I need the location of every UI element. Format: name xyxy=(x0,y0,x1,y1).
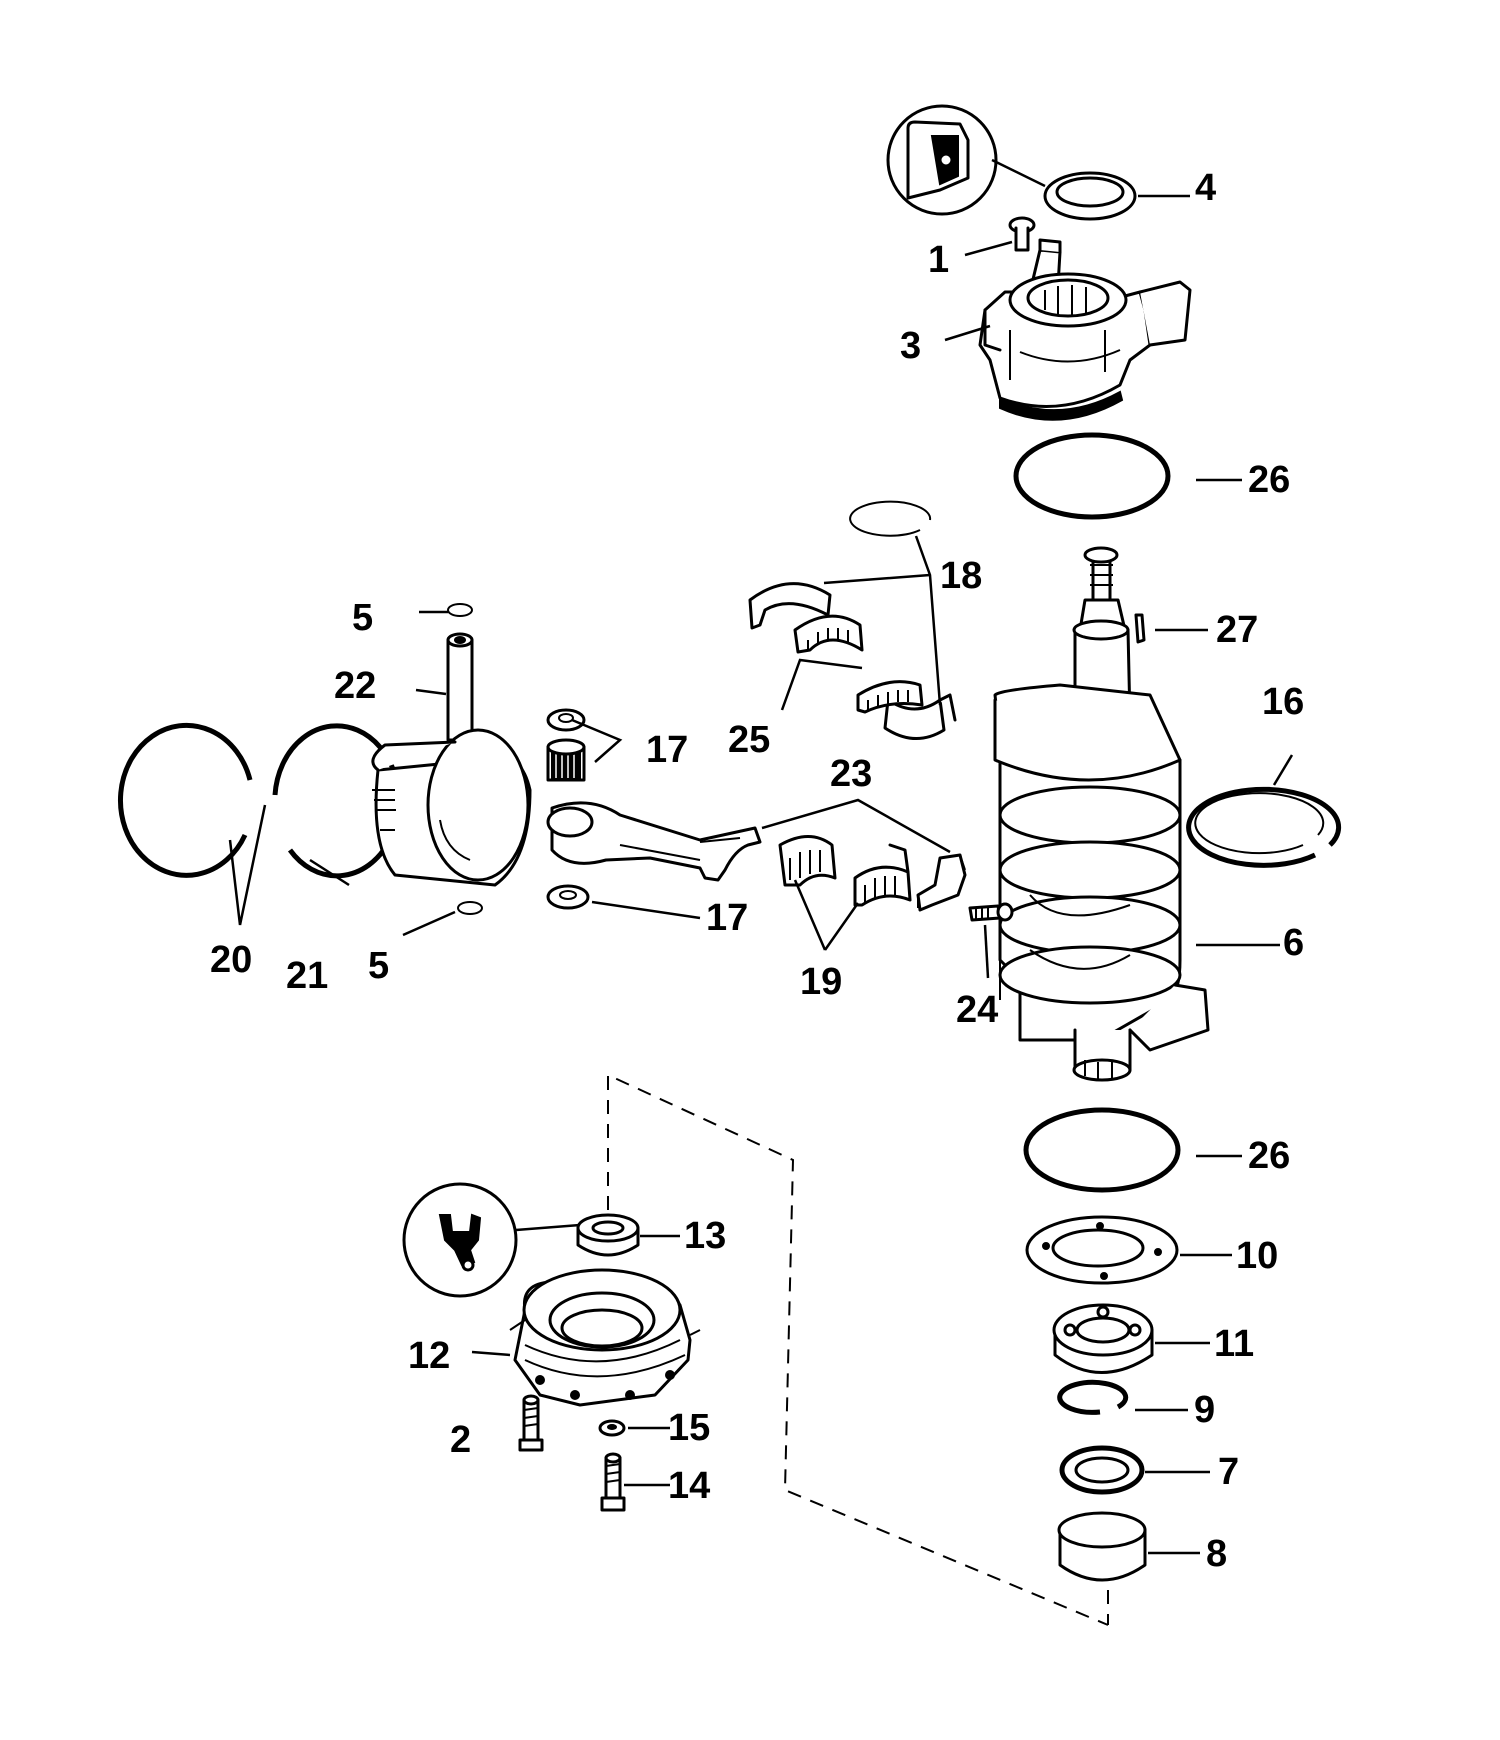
sleeve-part-8 xyxy=(1057,1511,1147,1582)
callout-24: 24 xyxy=(956,989,998,1031)
callout-7: 7 xyxy=(1218,1451,1239,1493)
callout-13: 13 xyxy=(684,1215,726,1257)
callout-22: 22 xyxy=(334,665,376,707)
callout-11: 11 xyxy=(1214,1323,1254,1365)
bearing-plate-part-10 xyxy=(1025,1215,1179,1285)
oil-seal-part-7 xyxy=(1059,1445,1145,1495)
screw-part-2 xyxy=(518,1394,544,1452)
callout-10: 10 xyxy=(1236,1235,1278,1277)
callout-17-upper: 17 xyxy=(646,729,688,771)
piston-part-21 xyxy=(371,728,532,887)
callout-3: 3 xyxy=(900,325,921,367)
callout-25: 25 xyxy=(728,719,770,761)
washer-part-15 xyxy=(598,1419,626,1437)
piston-ring-part-20-left xyxy=(117,722,253,878)
callout-8: 8 xyxy=(1206,1533,1227,1575)
lower-bearing-housing-part-12 xyxy=(509,1268,701,1407)
needle-bearing-part-17 xyxy=(546,738,586,782)
leader-lines xyxy=(228,194,1294,1555)
callout-5-lower: 5 xyxy=(368,945,389,987)
assembly-dashed-line xyxy=(607,1073,1109,1626)
needle-bearing-part-19-left xyxy=(778,835,837,887)
retaining-ring-part-16 xyxy=(1186,786,1342,868)
callout-2: 2 xyxy=(450,1419,471,1461)
connecting-rod-part-23 xyxy=(546,801,762,882)
needle-bearing-part-19-right xyxy=(853,843,912,907)
callout-15: 15 xyxy=(668,1407,710,1449)
callout-27: 27 xyxy=(1216,609,1258,651)
piston-pin-part-22 xyxy=(446,632,474,742)
o-ring-part-26-upper xyxy=(1013,432,1171,520)
pin-retainer-part-5-lower xyxy=(457,901,483,915)
upper-bearing-housing-part-3 xyxy=(978,238,1192,421)
callout-5-upper: 5 xyxy=(352,597,373,639)
callout-12: 12 xyxy=(408,1335,450,1377)
callout-18: 18 xyxy=(940,555,982,597)
screw-part-14 xyxy=(600,1452,626,1512)
seal-detail-inset-bottom xyxy=(402,1182,518,1298)
rod-bolt-part-24 xyxy=(968,902,1014,922)
seal-part-4 xyxy=(1043,171,1137,221)
screw-part-1 xyxy=(1008,216,1036,252)
callout-14: 14 xyxy=(668,1465,710,1507)
seal-detail-inset-top xyxy=(886,104,998,216)
callout-labels: 4 1 3 26 18 27 5 22 16 17 25 23 17 6 20 … xyxy=(210,167,1304,1575)
callout-20: 20 xyxy=(210,939,252,981)
needle-bearing-part-25-lower xyxy=(856,680,924,714)
callout-17-lower: 17 xyxy=(706,897,748,939)
pin-retainer-part-5-upper xyxy=(447,603,473,617)
washer-part-17-lower xyxy=(546,884,590,910)
bearing-cage-half-part-18-right xyxy=(883,693,957,740)
retaining-ring-part-9 xyxy=(1057,1379,1129,1415)
callout-23: 23 xyxy=(830,753,872,795)
callout-16: 16 xyxy=(1262,681,1304,723)
needle-bearing-part-25-upper xyxy=(793,614,864,654)
retaining-ring-part-18 xyxy=(849,500,932,537)
callout-9: 9 xyxy=(1194,1389,1215,1431)
callout-4: 4 xyxy=(1195,167,1216,209)
callout-21: 21 xyxy=(286,955,328,997)
seal-part-13 xyxy=(576,1213,640,1257)
rod-cap-part-23 xyxy=(916,853,967,912)
callout-19: 19 xyxy=(800,961,842,1003)
callout-26-upper: 26 xyxy=(1248,459,1290,501)
ball-bearing-part-11 xyxy=(1052,1303,1154,1374)
callout-6: 6 xyxy=(1283,922,1304,964)
key-part-27 xyxy=(1134,613,1146,644)
o-ring-part-26-lower xyxy=(1023,1107,1181,1193)
crankshaft-part-6 xyxy=(993,546,1210,1082)
callout-26-lower: 26 xyxy=(1248,1135,1290,1177)
washer-part-17-upper xyxy=(546,708,586,732)
callout-1: 1 xyxy=(928,239,949,281)
